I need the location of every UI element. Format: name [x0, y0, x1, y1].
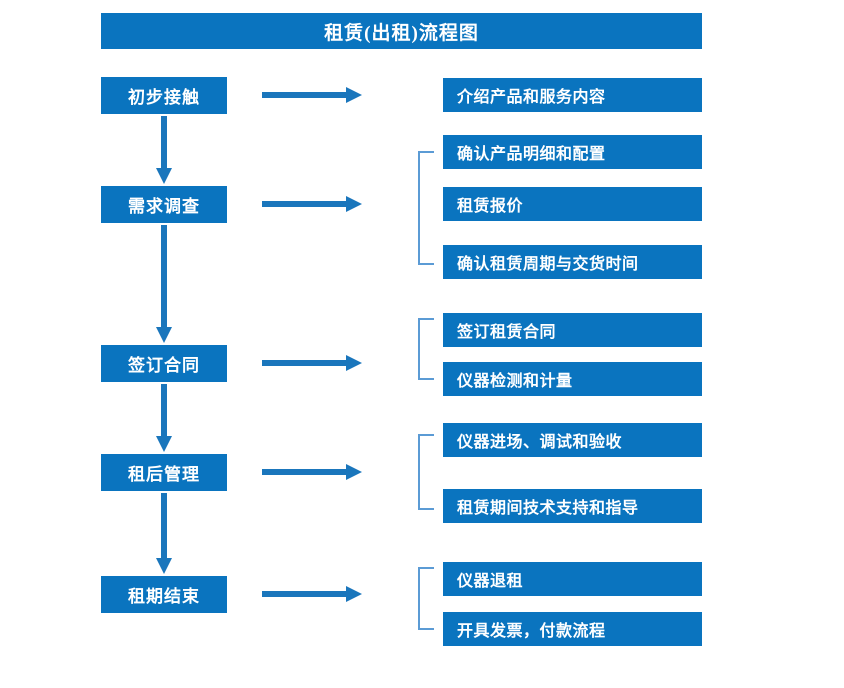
- stage-box-1[interactable]: 初步接触: [101, 77, 227, 114]
- detail-box-8[interactable]: 租赁期间技术支持和指导: [443, 489, 702, 523]
- page-title: 租赁(出租)流程图: [101, 13, 702, 49]
- stage-box-3[interactable]: 签订合同: [101, 345, 227, 382]
- group-bracket-2: [418, 151, 434, 265]
- detail-box-3[interactable]: 租赁报价: [443, 187, 702, 221]
- group-bracket-3: [418, 318, 434, 380]
- detail-box-2[interactable]: 确认产品明细和配置: [443, 135, 702, 169]
- detail-box-7[interactable]: 仪器进场、调试和验收: [443, 423, 702, 457]
- right-arrow-icon-2: [262, 196, 362, 212]
- stage-box-5[interactable]: 租期结束: [101, 576, 227, 613]
- detail-box-9[interactable]: 仪器退租: [443, 562, 702, 596]
- stage-box-2[interactable]: 需求调查: [101, 186, 227, 223]
- right-arrow-icon-4: [262, 464, 362, 480]
- right-arrow-icon-5: [262, 586, 362, 602]
- detail-box-10[interactable]: 开具发票，付款流程: [443, 612, 702, 646]
- down-arrow-icon-3: [156, 384, 172, 452]
- right-arrow-icon-3: [262, 355, 362, 371]
- detail-box-1[interactable]: 介绍产品和服务内容: [443, 78, 702, 112]
- detail-box-6[interactable]: 仪器检测和计量: [443, 362, 702, 396]
- down-arrow-icon-2: [156, 225, 172, 343]
- group-bracket-5: [418, 567, 434, 630]
- down-arrow-icon-1: [156, 116, 172, 184]
- group-bracket-4: [418, 434, 434, 510]
- detail-box-4[interactable]: 确认租赁周期与交货时间: [443, 245, 702, 279]
- right-arrow-icon-1: [262, 87, 362, 103]
- stage-box-4[interactable]: 租后管理: [101, 454, 227, 491]
- detail-box-5[interactable]: 签订租赁合同: [443, 313, 702, 347]
- down-arrow-icon-4: [156, 493, 172, 574]
